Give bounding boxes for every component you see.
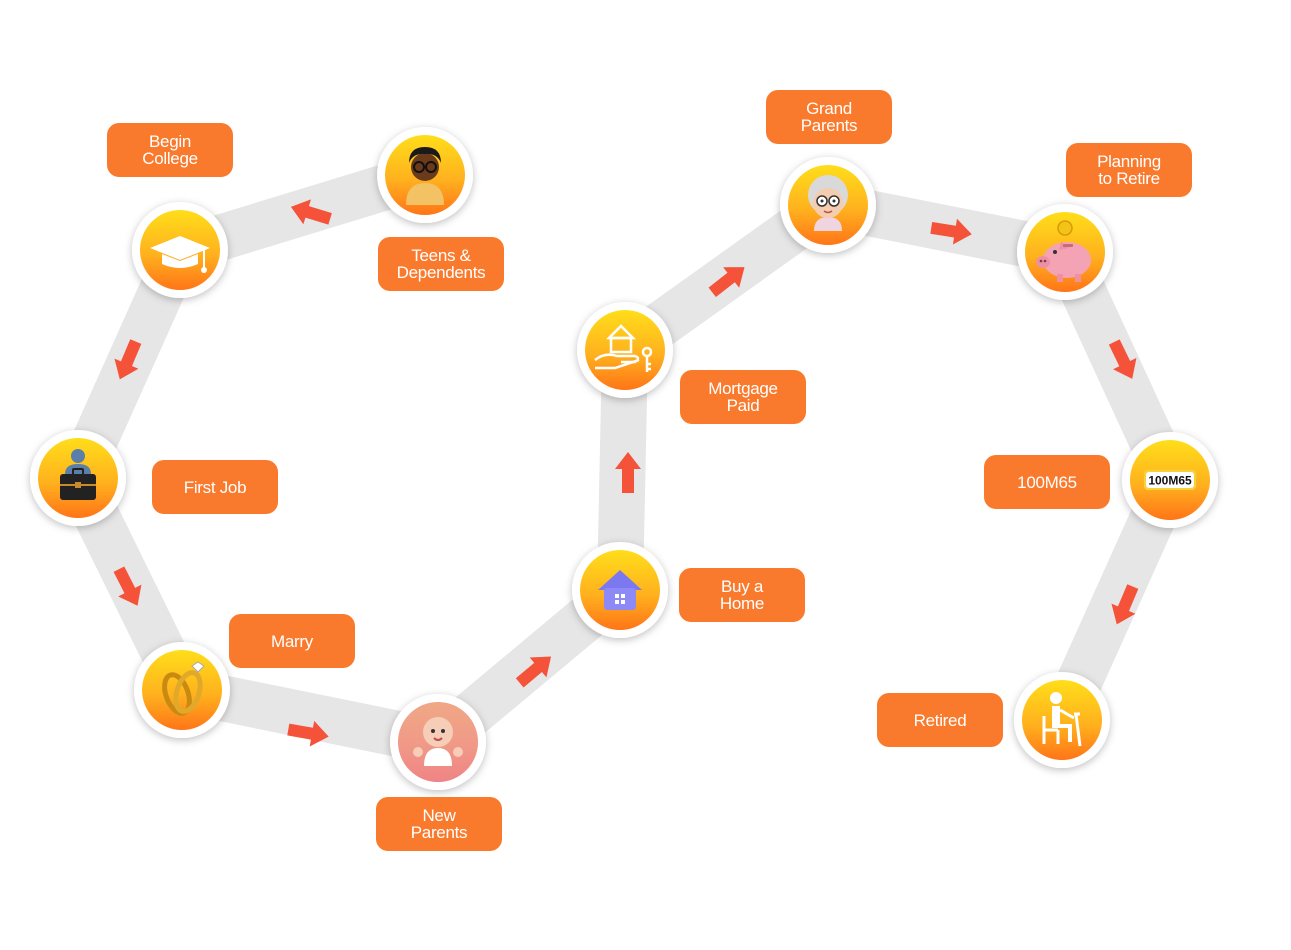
seated-person-cane-icon (1042, 692, 1082, 747)
stage-retire-plan-node (1017, 204, 1113, 300)
stage-teens-node (377, 127, 473, 223)
stage-buy-home-node (572, 542, 668, 638)
house-icon (598, 570, 642, 610)
label-grand-parents: Grand Parents (766, 90, 892, 144)
label-100m65: 100M65 (984, 455, 1110, 509)
teen-person-icon (406, 147, 444, 205)
stage-mortgage-node (577, 302, 673, 398)
stage-marry-node (134, 642, 230, 738)
graduation-cap-icon (150, 236, 210, 273)
wedding-rings-icon (162, 661, 205, 716)
label-teens-dependents: Teens & Dependents (378, 237, 504, 291)
label-first-job: First Job (152, 460, 278, 514)
label-buy-home: Buy a Home (679, 568, 805, 622)
stage-grand-parents-node (780, 157, 876, 253)
label-new-parents: New Parents (376, 797, 502, 851)
label-planning-to-retire: Planning to Retire (1066, 143, 1192, 197)
grandmother-icon (808, 175, 848, 231)
label-begin-college: Begin College (107, 123, 233, 177)
house-key-hand-icon (594, 324, 653, 372)
stage-100m65-node: 100M65 (1122, 432, 1218, 528)
stage-new-parents-node (390, 694, 486, 790)
logo-text: 100M65 (1148, 474, 1192, 488)
baby-icon (413, 717, 463, 766)
stage-first-job-node (30, 430, 126, 526)
businessman-briefcase-icon (60, 449, 96, 500)
100m65-logo-icon: 100M65 (1144, 470, 1196, 490)
label-mortgage-paid: Mortgage Paid (680, 370, 806, 424)
stage-retired-node (1014, 672, 1110, 768)
stage-college-node (132, 202, 228, 298)
label-marry: Marry (229, 614, 355, 668)
piggy-bank-icon (1036, 220, 1091, 282)
label-retired: Retired (877, 693, 1003, 747)
